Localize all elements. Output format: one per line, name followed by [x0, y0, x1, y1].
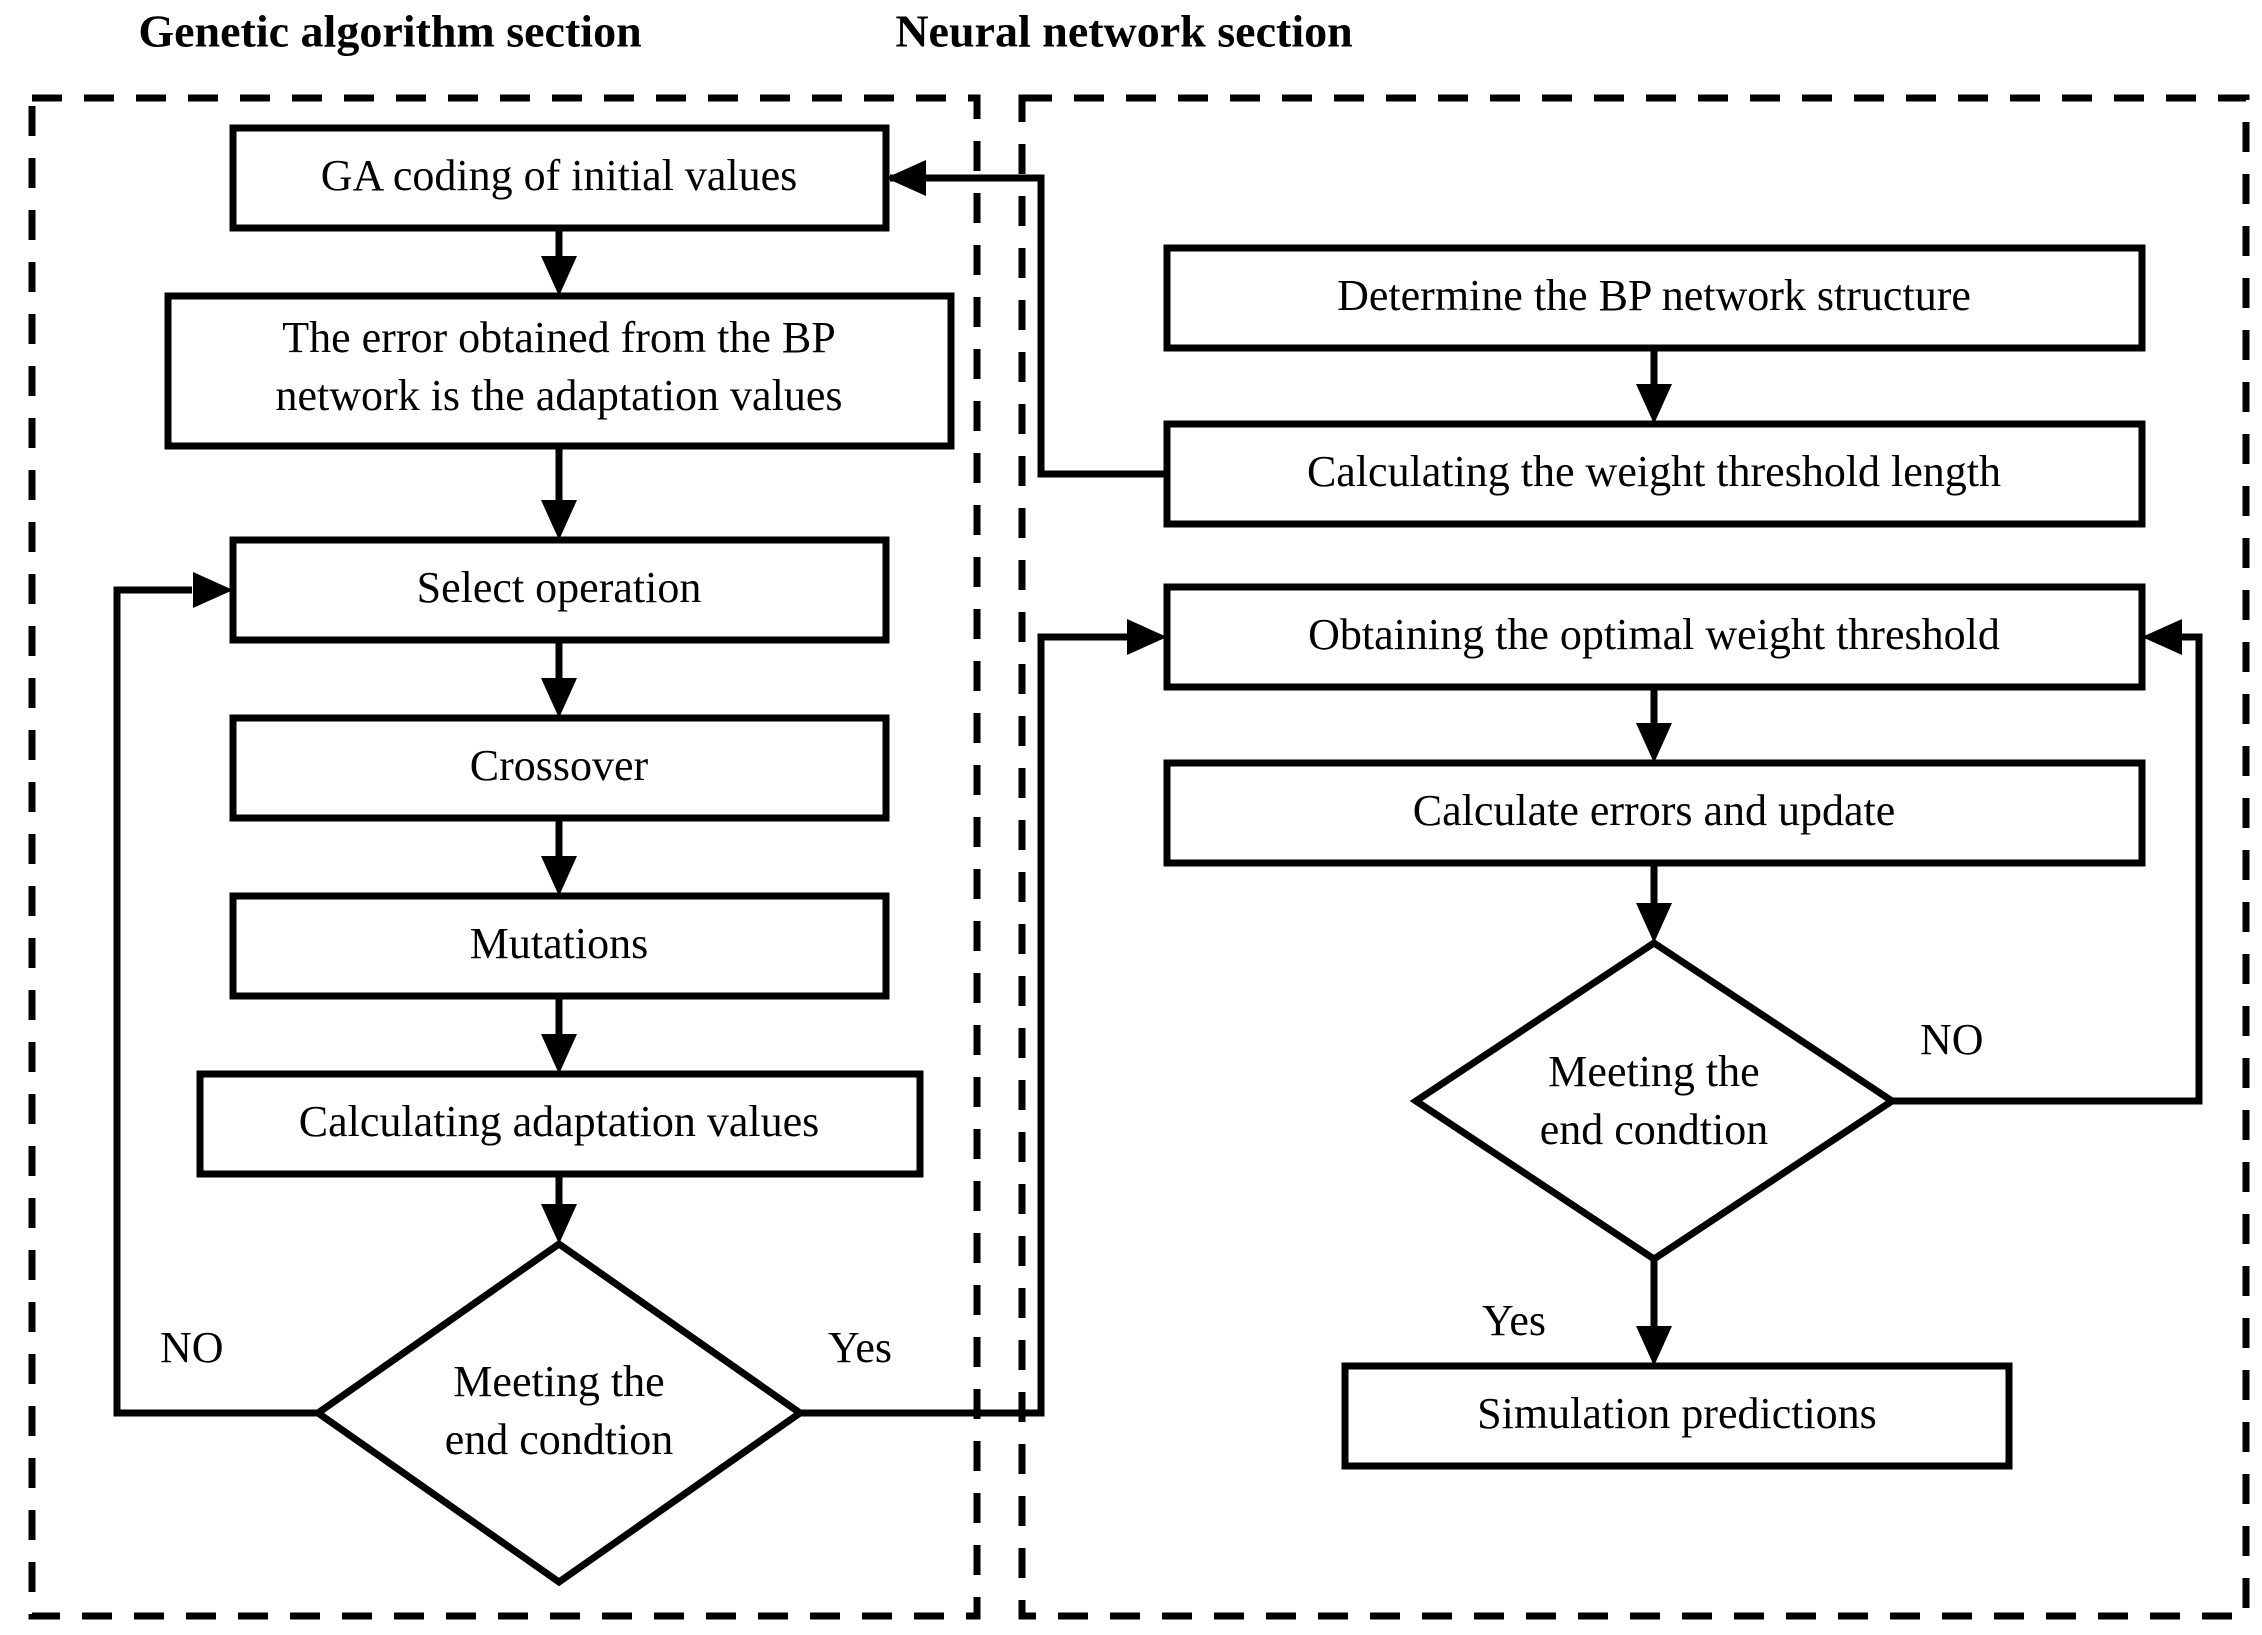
arrowhead-select-to-crossover [541, 678, 577, 718]
node-calculating-adaptation[interactable] [196, 1070, 924, 1178]
edge-label-ga-yes: Yes [828, 1323, 892, 1372]
edge-ga-decision-no-loop [113, 586, 318, 1417]
edge-ga-decision-yes-to-obtain [800, 633, 1128, 1417]
edge-label-nn-yes: Yes [1482, 1296, 1546, 1345]
arrowhead-determine-to-calc-weight [1636, 384, 1672, 424]
node-calc-weight-threshold-label: Calculating the weight threshold length [1307, 447, 2001, 496]
arrowhead-nn-decision-yes-to-simulation [1636, 1326, 1672, 1366]
arrowhead-ga-decision-yes-to-obtain [1127, 619, 1167, 655]
node-bp-error-adaptation-label-line1: The error obtained from the BP [282, 313, 836, 362]
section-title-neural-network: Neural network section [895, 6, 1352, 57]
edge-label-nn-no: NO [1920, 1015, 1984, 1064]
node-mutations[interactable] [229, 892, 890, 1000]
panel-border-genetic-algorithm [28, 94, 981, 1620]
arrowhead-bp-error-to-select [541, 500, 577, 540]
edge-nn-decision-no-loop [1892, 633, 2203, 1105]
node-calculating-adaptation-label: Calculating adaptation values [299, 1097, 820, 1146]
arrowhead-calc-errors-to-nn-decision [1636, 903, 1672, 943]
arrowhead-crossover-to-mutations [541, 856, 577, 896]
panel-border-neural-network [1018, 94, 2250, 1620]
arrowhead-calculating-to-ga-decision [541, 1204, 577, 1244]
node-calculate-errors-update-label: Calculate errors and update [1413, 786, 1896, 835]
node-crossover-label: Crossover [470, 741, 649, 790]
arrowhead-obtain-to-calc-errors [1636, 723, 1672, 763]
node-simulation-predictions-label: Simulation predictions [1477, 1389, 1877, 1438]
edge-calc-weight-to-ga-coding [890, 174, 1167, 478]
node-bp-error-adaptation-label-line2: network is the adaptation values [276, 371, 843, 420]
section-title-genetic-algorithm: Genetic algorithm section [138, 6, 641, 57]
node-ga-decision[interactable] [311, 1239, 807, 1587]
node-nn-decision-label-line1: Meeting the [1548, 1047, 1759, 1096]
node-obtain-optimal-weight-label: Obtaining the optimal weight threshold [1308, 610, 2000, 659]
arrowhead-mutations-to-calculating [541, 1034, 577, 1074]
node-determine-bp-structure-label: Determine the BP network structure [1337, 271, 1971, 320]
node-ga-coding-label: GA coding of initial values [321, 151, 798, 200]
node-nn-decision[interactable] [1409, 938, 1899, 1264]
node-ga-decision-label-line2: end condtion [445, 1415, 674, 1464]
node-nn-decision-label-line2: end condtion [1540, 1105, 1769, 1154]
edge-label-ga-no: NO [160, 1323, 224, 1372]
node-simulation-predictions[interactable] [1341, 1362, 2013, 1470]
node-select-operation-label: Select operation [417, 563, 702, 612]
arrowhead-ga-decision-no-loop [193, 572, 233, 608]
node-mutations-label: Mutations [470, 919, 648, 968]
arrowhead-ga-coding-to-bp-error [541, 256, 577, 296]
arrowhead-nn-decision-no-loop [2142, 619, 2182, 655]
arrowhead-calc-weight-to-ga-coding [886, 160, 926, 196]
node-calculate-errors-update[interactable] [1163, 759, 2146, 867]
node-ga-decision-label-line1: Meeting the [453, 1357, 664, 1406]
